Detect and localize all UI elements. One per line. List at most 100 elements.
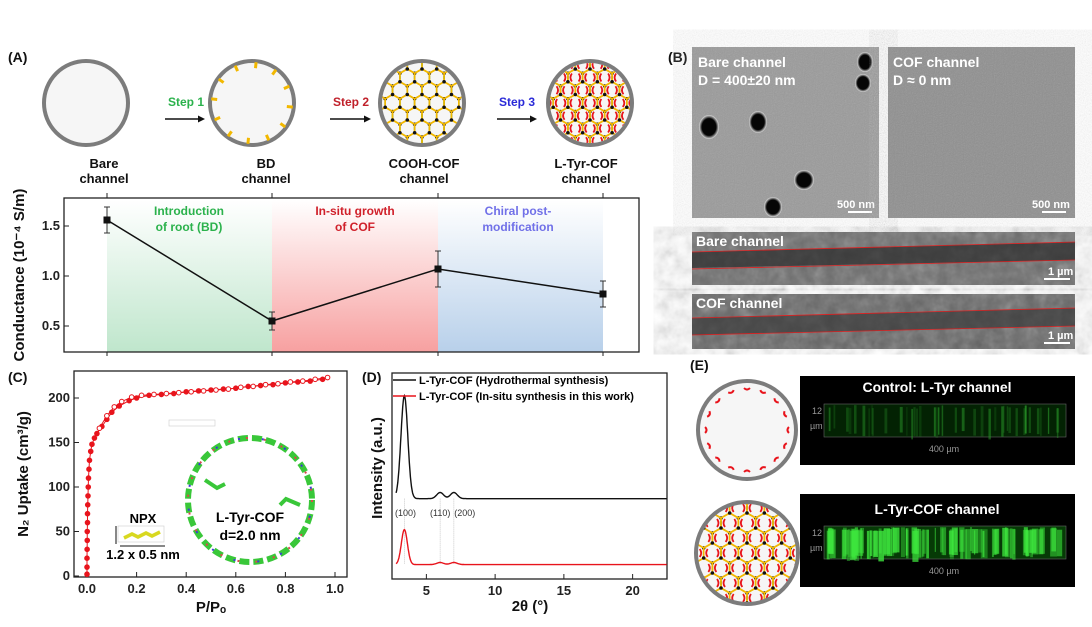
fluorescence-streak [920,530,923,558]
cof-node [710,541,715,545]
cof-node [420,67,424,71]
fluorescence-streak [926,529,929,559]
l-tyr-group [563,72,573,83]
fluorescence-streak [891,528,897,554]
region-label-bd-1: Introduction [154,204,224,218]
step-2-label: Step 2 [333,95,369,109]
cof-node [457,54,461,58]
channel-bare-diagram [42,59,130,147]
x-tick-label: 0.0 [78,581,96,596]
fluorescence-streak [884,408,888,434]
fluorescence-streak [851,529,855,557]
bd-anchor-mark [226,130,233,138]
l-tyr-group [623,150,631,158]
fluorescence-streak [941,405,944,436]
l-tyr-group [550,98,558,108]
cof-pore [531,107,546,124]
cof-pore [382,63,394,75]
x-tick-label: 0.8 [276,581,294,596]
panel-label-a: (A) [8,49,27,65]
l-tyr-group [577,72,588,83]
l-tyr-group [716,518,726,528]
l-tyr-group [555,111,566,121]
cof-node [472,122,476,126]
cof-node [566,54,570,58]
fluorescence-streak [906,407,908,436]
data-point [599,290,607,298]
fluorescence-streak [917,528,921,558]
cof-node [551,130,555,135]
fluorescence-control-title: Control: L-Tyr channel [862,379,1011,395]
cof-node [464,135,468,139]
bd-anchor-mark [265,134,271,141]
fluorescence-streak [941,528,944,556]
data-point-desorption [111,404,118,410]
cof-node [427,105,432,110]
data-point-adsorption [87,448,94,455]
depth-label: 12 [812,406,822,416]
l-tyr-group [785,548,796,558]
fluorescence-streak [1028,407,1031,434]
cof-node [610,105,614,110]
l-tyr-group [706,442,711,450]
region-label-cof-1: In-situ growth [315,204,394,218]
cof-pore [789,542,797,564]
fluorescence-streak [856,530,864,556]
fluorescence-streak [1015,408,1018,436]
cof-node [596,148,600,152]
fluorescence-streak [827,528,834,554]
fluorescence-streak [991,528,994,557]
l-tyr-group [570,85,581,95]
cof-node [383,54,387,58]
l-tyr-group [592,123,603,134]
l-tyr-group [742,533,752,543]
cof-pore [634,107,649,124]
cof-node [573,118,578,122]
l-tyr-group [759,466,767,471]
cof-node [420,42,424,46]
data-point [268,317,276,325]
cof-node [745,571,749,575]
sem-bare-cross-scale: 1 µm [1048,266,1074,278]
fluorescence-streak [923,529,926,554]
fluorescence-streak [873,530,879,558]
pxrd-series-1 [395,528,667,566]
region-label-bd-2: of root (BD) [156,220,223,234]
l-tyr-group [593,48,601,56]
fluorescence-streak [1056,408,1060,433]
cof-node [719,556,723,560]
data-point [103,216,111,224]
data-point-adsorption [85,475,92,481]
cof-pore [385,44,400,61]
data-point-adsorption [84,537,91,544]
cof-node [472,97,476,101]
data-point-adsorption [85,484,92,490]
cof-node [398,130,402,135]
data-point-adsorption [84,519,91,526]
sem-bare-title: Bare channel [698,54,786,70]
data-point-desorption [118,398,125,405]
fluorescence-streak [954,407,957,433]
cof-node [537,105,541,109]
data-point-desorption [188,388,194,395]
l-tyr-group [727,389,735,394]
cof-pore [550,63,562,75]
fluorescence-streak [961,407,965,432]
cof-node [753,586,758,590]
fluorescence-streak [959,527,965,552]
data-point-desorption [312,376,318,383]
cof-node [632,84,636,88]
fluorescence-streak [1024,405,1027,434]
cof-node [479,93,483,97]
bd-anchor-mark [271,68,278,76]
l-tyr-group [768,578,778,588]
conductance-plot-frame [63,197,640,353]
fluorescence-streak [833,405,836,429]
l-tyr-group [715,456,721,462]
peak-label: (110) [430,508,450,518]
cof-node [754,606,758,610]
cof-node [405,42,409,46]
cof-node [413,54,417,58]
l-tyr-cof-channel-diagram [694,500,800,610]
